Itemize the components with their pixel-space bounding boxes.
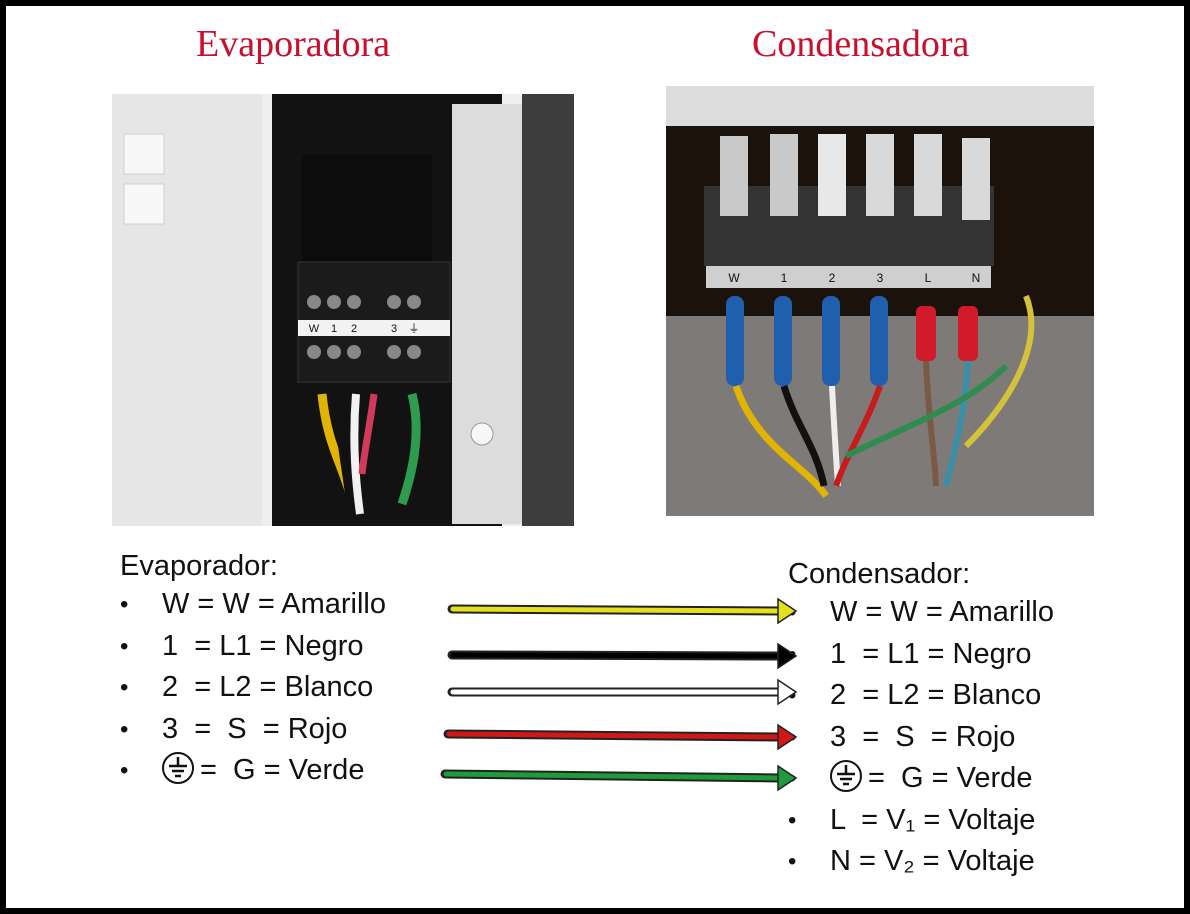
arrow-amarillo	[447, 597, 798, 625]
ground-symbol-icon	[830, 760, 862, 792]
arrow-verde	[440, 764, 798, 792]
evap-item-1: •1 = L1 = Negro	[120, 629, 364, 662]
cond-item-l: •L = V₁ = Voltaje	[788, 803, 1036, 836]
condensadora-title: Condensadora	[752, 23, 970, 65]
cond-item-3: •3 = S = Rojo	[788, 717, 1054, 759]
cond-terminal-w: W	[728, 271, 740, 285]
cond-item-w: •W = W = Amarillo	[788, 592, 1054, 634]
cond-item-w-text: W = W = Amarillo	[830, 596, 1054, 628]
cond-item-3-text: 3 = S = Rojo	[830, 720, 1016, 753]
cond-terminal-l: L	[925, 271, 932, 285]
condensador-heading: Condensador:	[788, 558, 971, 590]
evap-terminal-w: W	[309, 323, 320, 335]
evap-terminal-3: 3	[391, 323, 397, 335]
arrow-negro	[447, 642, 798, 670]
condensador-list: Condensador: •W = W = Amarillo •1 = L1 =…	[788, 556, 1054, 883]
evap-item-ground: •= G = Verde	[120, 752, 365, 786]
evaporadora-terminal-photo: W 1 2 3 ⏚	[112, 94, 574, 526]
evap-item-3: •3 = S = Rojo	[120, 712, 348, 745]
evaporador-list: Evaporador: •W = W = Amarillo •1 = L1 = …	[120, 548, 386, 792]
cond-item-n-text: N = V₂ = Voltaje	[830, 845, 1035, 877]
evaporadora-title: Evaporadora	[196, 23, 391, 65]
evap-item-2: •2 = L2 = Blanco	[120, 671, 374, 703]
cond-item-l-text: L = V₁ = Voltaje	[830, 803, 1036, 836]
evap-item-3-text: 3 = S = Rojo	[162, 712, 348, 745]
cond-item-1-text: 1 = L1 = Negro	[830, 637, 1032, 670]
evap-item-w: •W = W = Amarillo	[120, 588, 386, 620]
cond-item-2-text: 2 = L2 = Blanco	[830, 679, 1042, 711]
evap-terminal-ground: ⏚	[409, 322, 420, 335]
cond-item-n: •N = V₂ = Voltaje	[788, 845, 1035, 877]
cond-terminal-1: 1	[781, 271, 788, 285]
arrow-blanco	[447, 678, 798, 706]
cond-terminal-2: 2	[829, 271, 836, 285]
cond-terminal-3: 3	[877, 271, 884, 285]
evap-item-ground-text: = G = Verde	[200, 754, 365, 786]
ground-symbol-icon	[162, 752, 194, 784]
cond-item-ground-text: = G = Verde	[868, 762, 1033, 794]
evap-item-w-text: W = W = Amarillo	[162, 588, 386, 620]
evap-item-1-text: 1 = L1 = Negro	[162, 629, 364, 662]
evaporador-heading: Evaporador:	[120, 550, 278, 582]
arrow-rojo	[443, 723, 798, 751]
cond-item-2: •2 = L2 = Blanco	[788, 679, 1042, 711]
cond-terminal-n: N	[972, 271, 981, 285]
evap-terminal-1: 1	[331, 323, 337, 335]
condensadora-terminal-photo: W 1 2 3 L N	[666, 86, 1094, 516]
evap-terminal-2: 2	[351, 323, 357, 335]
evap-item-2-text: 2 = L2 = Blanco	[162, 671, 374, 703]
